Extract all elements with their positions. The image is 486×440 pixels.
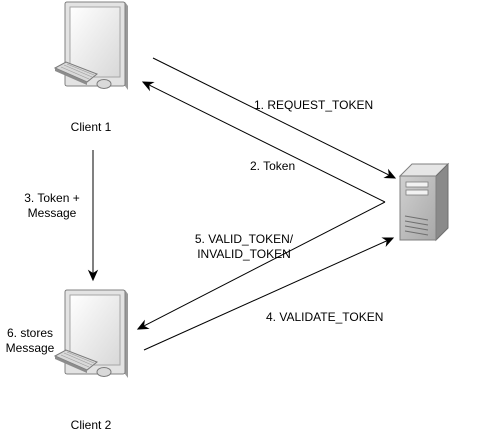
edge-label-token-message-line1: 3. Token + xyxy=(24,191,80,205)
edge-label-valid-token-line2: INVALID_TOKEN xyxy=(197,247,291,261)
edge-valid-token xyxy=(136,201,386,330)
edge-valid-token-arrowhead xyxy=(136,319,150,330)
edge-label-stores-message-line1: 6. stores xyxy=(6,326,54,340)
edge-validate-token-arrowhead xyxy=(381,237,395,247)
edge-request-token-arrowhead xyxy=(383,168,397,179)
edge-validate-token xyxy=(143,237,395,351)
client1-computer-icon xyxy=(54,1,129,91)
client1-label: Client 1 xyxy=(70,120,112,134)
edge-label-stores-message-line2: Message xyxy=(5,341,55,355)
client2-computer-icon xyxy=(54,289,129,379)
edge-label-validate-token: 4. VALIDATE_TOKEN xyxy=(266,310,384,324)
edge-request-token xyxy=(152,57,397,179)
client2-label: Client 2 xyxy=(70,418,112,432)
edge-label-token-message-line2: Message xyxy=(27,206,77,220)
edge-token-message xyxy=(87,150,99,282)
edge-token-arrowhead xyxy=(141,81,155,92)
edge-label-valid-token-line1: 5. VALID_TOKEN/ xyxy=(194,232,294,246)
edge-label-request-token: 1. REQUEST_TOKEN xyxy=(254,98,374,112)
edge-token xyxy=(141,81,386,203)
edge-label-token: 2. Token xyxy=(250,159,296,173)
edge-token-message-arrowhead xyxy=(87,269,99,282)
server-tower-icon xyxy=(398,162,450,242)
